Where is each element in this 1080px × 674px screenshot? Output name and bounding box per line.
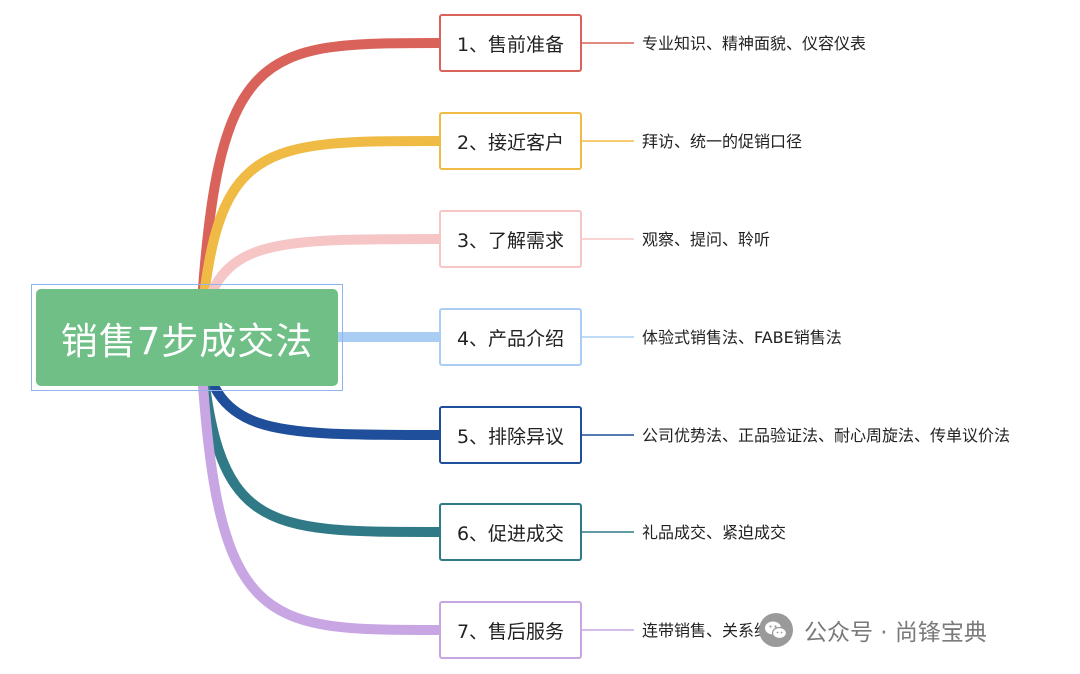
wechat-icon (759, 613, 793, 647)
central-topic-label: 销售7步成交法 (36, 289, 338, 386)
watermark: 公众号 · 尚锋宝典 (758, 612, 987, 648)
step-detail-1[interactable]: 专业知识、精神面貌、仪容仪表 (642, 34, 867, 53)
watermark-text: 公众号 · 尚锋宝典 (804, 620, 987, 646)
step-node-1[interactable]: 1、售前准备 (439, 14, 582, 72)
step-node-5[interactable]: 5、排除异议 (439, 406, 582, 464)
step-node-7[interactable]: 7、售后服务 (439, 601, 582, 659)
step-node-4[interactable]: 4、产品介绍 (439, 308, 582, 366)
step-detail-7[interactable]: 连带销售、关系维护 (642, 621, 787, 640)
step-node-6[interactable]: 6、促进成交 (439, 503, 582, 561)
step-detail-2[interactable]: 拜访、统一的促销口径 (642, 132, 803, 151)
step-detail-5[interactable]: 公司优势法、正品验证法、耐心周旋法、传单议价法 (642, 426, 1011, 445)
central-topic[interactable]: 销售7步成交法 (31, 284, 343, 391)
branch-2 (195, 136, 444, 342)
step-node-3[interactable]: 3、了解需求 (439, 210, 582, 268)
branch-1 (195, 38, 444, 342)
step-detail-6[interactable]: 礼品成交、紧迫成交 (642, 523, 787, 542)
step-node-2[interactable]: 2、接近客户 (439, 112, 582, 170)
step-detail-4[interactable]: 体验式销售法、FABE销售法 (642, 328, 842, 347)
branch-7 (195, 332, 444, 635)
step-detail-3[interactable]: 观察、提问、聆听 (642, 230, 771, 249)
